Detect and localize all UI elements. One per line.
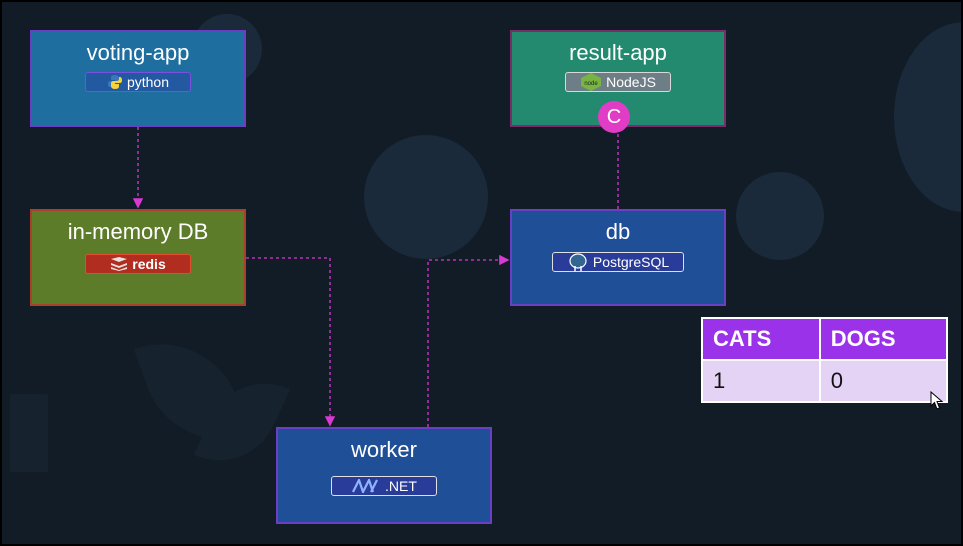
redis-stack-icon xyxy=(110,257,128,271)
svg-text:node: node xyxy=(584,81,598,87)
table-header-row: CATS DOGS xyxy=(701,317,949,361)
in-memory-db-title: in-memory DB xyxy=(67,219,209,244)
nodejs-hexagon-icon: node xyxy=(580,73,602,91)
votes-table: CATS DOGS 1 0 xyxy=(701,317,949,403)
postgresql-badge-label: PostgreSQL xyxy=(592,254,670,270)
background-circle xyxy=(736,172,824,260)
dotnet-badge: .NET xyxy=(331,476,437,496)
dotnet-badge-label: .NET xyxy=(385,478,417,494)
dotnet-logo-icon xyxy=(351,477,381,495)
voting-app-title: voting-app xyxy=(86,40,190,65)
background-circle xyxy=(364,135,488,259)
postgresql-badge: PostgreSQL xyxy=(552,252,684,272)
table-cell-dogs-count: 0 xyxy=(818,359,949,403)
table-row: 1 0 xyxy=(701,359,949,403)
python-badge: python xyxy=(85,72,191,92)
nodejs-badge: node NodeJS xyxy=(565,72,671,92)
postgres-elephant-icon xyxy=(567,253,589,271)
db-node[interactable]: db PostgreSQL xyxy=(510,209,726,306)
c-marker: C xyxy=(598,101,630,133)
python-logo-icon xyxy=(107,74,123,90)
worker-title: worker xyxy=(350,437,417,462)
redis-badge-label: redis xyxy=(132,256,166,272)
background-shape xyxy=(10,394,48,472)
voting-app-node[interactable]: voting-app python xyxy=(30,30,246,127)
in-memory-db-node[interactable]: in-memory DB redis xyxy=(30,209,246,306)
table-cell-cats-count: 1 xyxy=(701,359,821,403)
table-header-dogs: DOGS xyxy=(818,317,949,361)
worker-node[interactable]: worker .NET xyxy=(276,427,492,524)
connector-worker-to-db xyxy=(427,254,510,427)
nodejs-badge-label: NodeJS xyxy=(606,74,656,90)
connector-redis-to-worker xyxy=(246,257,336,427)
db-title: db xyxy=(605,219,631,244)
table-header-cats: CATS xyxy=(701,317,821,361)
redis-badge: redis xyxy=(85,254,191,274)
python-badge-label: python xyxy=(126,74,170,90)
mouse-pointer-icon xyxy=(930,390,944,416)
result-app-title: result-app xyxy=(569,40,667,65)
